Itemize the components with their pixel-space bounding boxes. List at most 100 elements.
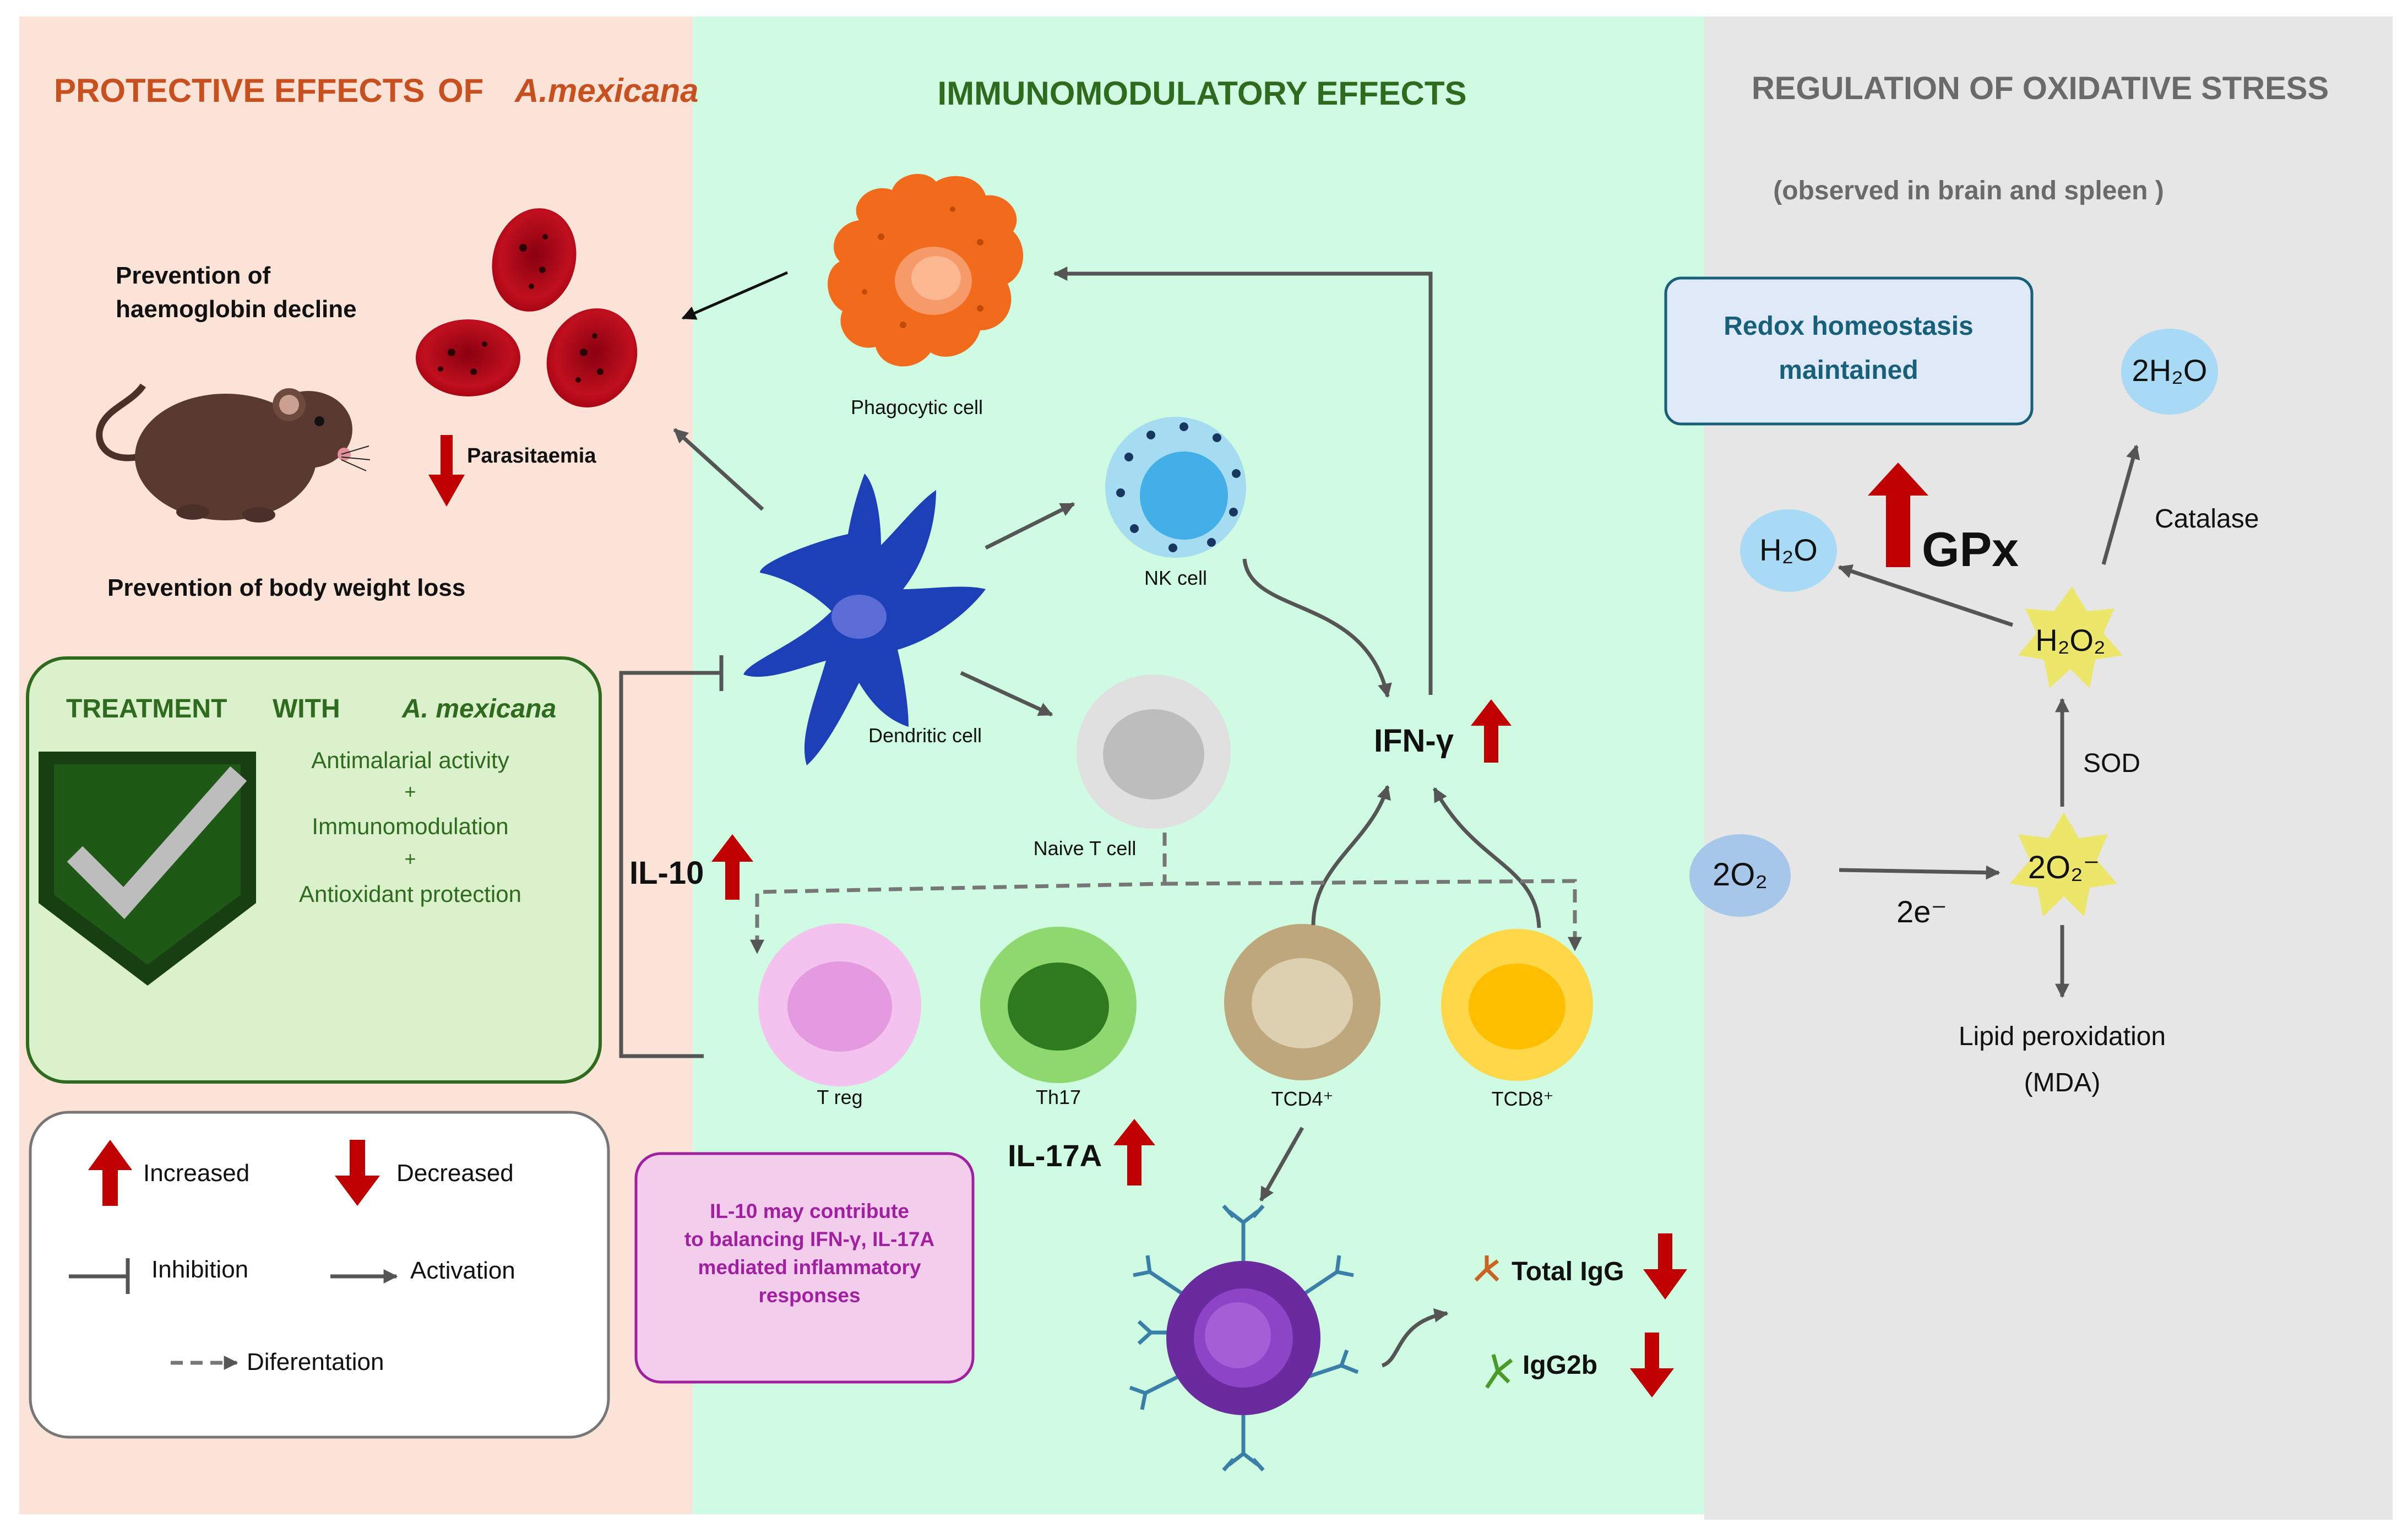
dendritic-to-naive-arrow bbox=[960, 671, 1053, 717]
oxygen-to-superoxide-arrow bbox=[1839, 865, 2001, 880]
th17-cell-icon bbox=[980, 927, 1137, 1083]
il10-label: IL-10 bbox=[629, 855, 704, 891]
body-weight-text: Prevention of body weight loss bbox=[107, 574, 465, 601]
differentiation-dashed-lines bbox=[750, 833, 1582, 954]
protective-title-of: OF bbox=[438, 72, 483, 109]
legend-activation-label: Activation bbox=[410, 1257, 515, 1284]
oxidative-panel-background bbox=[1704, 17, 2393, 1520]
treatment-line1: Antimalarial activity bbox=[311, 747, 509, 773]
redox-line2: maintained bbox=[1779, 356, 1918, 385]
parasitaemia-decreased-arrow-icon bbox=[428, 435, 465, 507]
tcd8-to-ifn-arrow bbox=[1432, 787, 1541, 928]
treg-label: T reg bbox=[817, 1086, 862, 1108]
legend-inhibition-icon bbox=[69, 1258, 130, 1294]
treatment-plus2: + bbox=[404, 847, 416, 870]
th17-label: Th17 bbox=[1036, 1086, 1081, 1108]
nk-to-ifn-arrow bbox=[1242, 558, 1392, 698]
il10-note-line4: responses bbox=[758, 1284, 860, 1307]
ifn-to-phagocyte-arrow bbox=[1053, 267, 1433, 695]
il10-note-line3: mediated inflammatory bbox=[698, 1256, 921, 1279]
il10-note-line1: IL-10 may contribute bbox=[710, 1200, 909, 1222]
electrons-label: 2e⁻ bbox=[1896, 894, 1947, 929]
tcd4-to-plasma-cell-arrow bbox=[1259, 1127, 1304, 1202]
h2o-label: H₂O bbox=[1759, 532, 1818, 567]
plasma-cell-with-antibodies-icon bbox=[1129, 1204, 1359, 1472]
h2o2-star bbox=[2018, 586, 2123, 688]
total-igg-antibody-icon bbox=[1474, 1255, 1499, 1282]
mouse-icon bbox=[96, 383, 371, 523]
legend-box bbox=[29, 1111, 610, 1439]
lipid-peroxidation-line2: (MDA) bbox=[2024, 1068, 2101, 1097]
treg-cell-icon bbox=[758, 923, 921, 1086]
phagocyte-to-rbc-arrow bbox=[681, 271, 789, 320]
treg-inhibits-dendritic-line bbox=[619, 671, 721, 1058]
haemoglobin-text-line1: Prevention of bbox=[116, 262, 270, 289]
treatment-title-c: A. mexicana bbox=[401, 694, 556, 724]
tcd8-label: TCD8⁺ bbox=[1491, 1087, 1553, 1110]
plasma-cell-to-antibodies-arrow bbox=[1381, 1308, 1449, 1368]
treatment-plus1: + bbox=[404, 780, 416, 803]
2h2o-bubble bbox=[2121, 329, 2218, 415]
ifn-gamma-label: IFN-γ bbox=[1374, 723, 1454, 759]
checkmark-shield-icon bbox=[39, 752, 256, 986]
il10-increased-arrow-icon bbox=[711, 834, 753, 900]
il10-note-line2: to balancing IFN-γ, IL-17A bbox=[684, 1228, 934, 1250]
legend-decreased-label: Decreased bbox=[396, 1160, 514, 1187]
oxidative-title: REGULATION OF OXIDATIVE STRESS bbox=[1752, 70, 2329, 106]
superoxide-label: 2O₂⁻ bbox=[2028, 850, 2100, 885]
legend-inhibition-label: Inhibition bbox=[151, 1256, 248, 1283]
ifn-gamma-increased-arrow-icon bbox=[1471, 699, 1512, 763]
treatment-line3: Antioxidant protection bbox=[299, 881, 521, 907]
treatment-title-b: WITH bbox=[273, 694, 340, 724]
redox-line1: Redox homeostasis bbox=[1724, 312, 1973, 341]
nk-cell-icon bbox=[1105, 417, 1246, 558]
lipid-peroxidation-line1: Lipid peroxidation bbox=[1959, 1022, 2166, 1051]
h2o-bubble bbox=[1740, 509, 1837, 592]
legend-increased-label: Increased bbox=[143, 1160, 249, 1187]
tcd8-cell-icon bbox=[1441, 929, 1593, 1081]
oxidative-subtitle: (observed in brain and spleen ) bbox=[1773, 176, 2164, 205]
igg2b-antibody-icon bbox=[1485, 1354, 1513, 1389]
protective-title-species: A.mexicana bbox=[514, 72, 699, 109]
legend-increased-arrow-icon bbox=[88, 1140, 132, 1206]
dendritic-to-nk-arrow bbox=[985, 502, 1075, 550]
il10-note-box bbox=[634, 1152, 975, 1384]
h2o2-label: H₂O₂ bbox=[2035, 623, 2105, 657]
naive-t-cell-label: Naive T cell bbox=[1034, 837, 1137, 860]
dendritic-cell-label: Dendritic cell bbox=[868, 724, 982, 747]
treatment-title-a: TREATMENT bbox=[66, 694, 227, 724]
phagocytic-cell-icon bbox=[828, 173, 1024, 367]
tcd4-to-ifn-arrow bbox=[1311, 785, 1391, 926]
phagocytic-cell-label: Phagocytic cell bbox=[851, 396, 983, 418]
h2o2-to-h2o-arrow bbox=[1838, 564, 2014, 627]
haemoglobin-text-line2: haemoglobin decline bbox=[116, 296, 357, 323]
h2o2-to-2h2o-arrow bbox=[2101, 444, 2140, 565]
igg2b-decreased-arrow-icon bbox=[1630, 1333, 1674, 1397]
igg2b-label: IgG2b bbox=[1523, 1351, 1597, 1380]
oxidative-connectors bbox=[1838, 444, 2140, 998]
gpx-label: GPx bbox=[1922, 522, 2019, 577]
naive-t-cell-icon bbox=[1077, 675, 1231, 829]
total-igg-label: Total IgG bbox=[1512, 1257, 1624, 1286]
redox-homeostasis-box bbox=[1664, 276, 2034, 426]
red-blood-cells-icon bbox=[416, 208, 638, 407]
protective-title: PROTECTIVE EFFECTS bbox=[54, 72, 425, 109]
catalase-label: Catalase bbox=[2155, 504, 2259, 534]
il17a-increased-arrow-icon bbox=[1113, 1119, 1155, 1185]
2h2o-label: 2H₂O bbox=[2132, 353, 2208, 388]
superoxide-star bbox=[2010, 812, 2117, 917]
total-igg-decreased-arrow-icon bbox=[1643, 1233, 1687, 1299]
legend-differentiation-label: Diferentation bbox=[247, 1348, 384, 1375]
immune-connectors bbox=[619, 267, 1541, 1368]
oxygen-bubble bbox=[1689, 834, 1791, 917]
tcd4-cell-icon bbox=[1224, 924, 1380, 1080]
dendritic-to-protective-arrow bbox=[673, 428, 764, 511]
immunomodulatory-title: IMMUNOMODULATORY EFFECTS bbox=[937, 75, 1466, 112]
treatment-line2: Immunomodulation bbox=[312, 813, 508, 839]
oxygen-label: 2O₂ bbox=[1713, 857, 1768, 893]
gpx-increased-arrow-icon bbox=[1868, 463, 1928, 567]
parasitaemia-label: Parasitaemia bbox=[467, 444, 596, 467]
il17a-label: IL-17A bbox=[1008, 1138, 1102, 1173]
